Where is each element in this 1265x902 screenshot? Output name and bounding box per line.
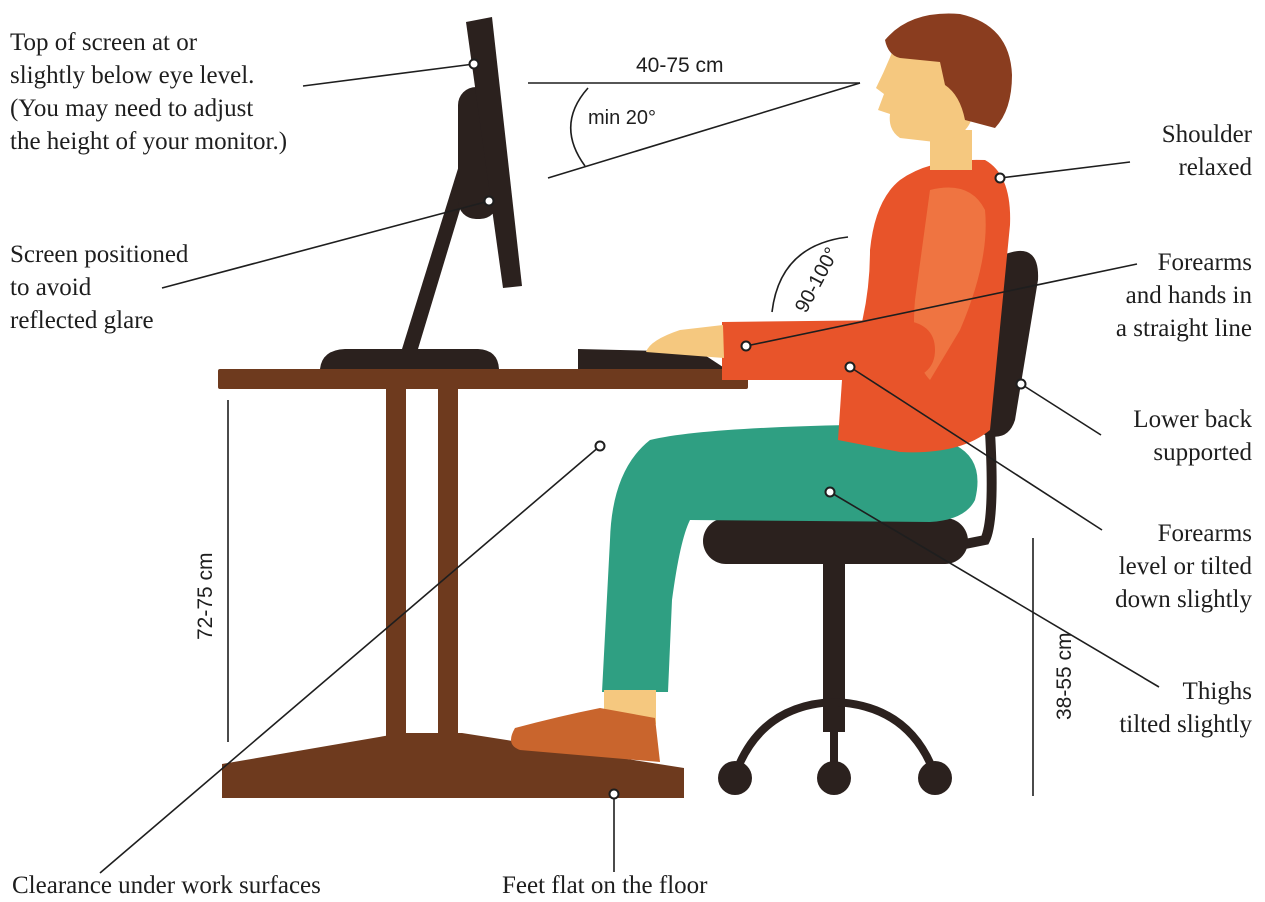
chair-wheel-left [718, 761, 752, 795]
label-line: Forearms [1115, 517, 1252, 550]
marker-shoulder [996, 174, 1005, 183]
monitor [320, 17, 522, 369]
label-top-of-screen: Top of screen at or slightly below eye l… [10, 26, 287, 158]
marker-lower-back [1017, 380, 1026, 389]
label-line: and hands in [1116, 279, 1252, 312]
leader-clearance [100, 446, 600, 873]
chair-wheel-right [918, 761, 952, 795]
label-line: (You may need to adjust [10, 92, 287, 125]
label-shoulder: Shoulder relaxed [1162, 118, 1252, 184]
label-feet: Feet flat on the floor [502, 869, 708, 902]
label-line: level or tilted [1115, 550, 1252, 583]
viewing-angle-arc [571, 88, 588, 166]
viewing-angle-lines [528, 83, 860, 178]
chair-wheel-center [817, 761, 851, 795]
seat-height-text: 38-55 cm [1053, 632, 1076, 720]
label-line: Thighs [1119, 675, 1252, 708]
monitor-stand-base [320, 349, 499, 369]
label-forearms-level: Forearms level or tilted down slightly [1115, 517, 1252, 616]
leader-shoulder [1000, 162, 1130, 178]
marker-thighs [826, 488, 835, 497]
label-line: Shoulder [1162, 118, 1252, 151]
marker-forearms-hands [742, 342, 751, 351]
leader-lower-back [1021, 384, 1101, 435]
viewing-angle-text: min 20° [588, 107, 656, 129]
marker-forearms-level [846, 363, 855, 372]
label-line: Clearance under work surfaces [12, 869, 321, 902]
label-line: supported [1133, 436, 1252, 469]
label-forearms-hands: Forearms and hands in a straight line [1116, 246, 1252, 345]
label-lower-back: Lower back supported [1133, 403, 1252, 469]
label-line: down slightly [1115, 583, 1252, 616]
label-line: slightly below eye level. [10, 59, 287, 92]
desk-height-text: 72-75 cm [194, 552, 217, 640]
label-line: Lower back [1133, 403, 1252, 436]
label-line: relaxed [1162, 151, 1252, 184]
leader-top-of-screen [303, 64, 474, 86]
label-line: Screen positioned [10, 238, 188, 271]
label-line: Feet flat on the floor [502, 869, 708, 902]
marker-screen-glare [485, 197, 494, 206]
label-line: reflected glare [10, 304, 188, 337]
marker-top-of-screen [470, 60, 479, 69]
elbow-angle-text: 90-100° [791, 244, 843, 316]
marker-clearance [596, 442, 605, 451]
label-clearance: Clearance under work surfaces [12, 869, 321, 902]
desk-top [218, 369, 748, 389]
label-screen-glare: Screen positioned to avoid reflected gla… [10, 238, 188, 337]
label-line: a straight line [1116, 312, 1252, 345]
desk-leg-back [438, 388, 458, 746]
label-line: Forearms [1116, 246, 1252, 279]
desk-leg-front [386, 388, 406, 746]
label-thighs: Thighs tilted slightly [1119, 675, 1252, 741]
label-line: Top of screen at or [10, 26, 287, 59]
label-line: the height of your monitor.) [10, 125, 287, 158]
marker-feet [610, 790, 619, 799]
label-line: to avoid [10, 271, 188, 304]
label-line: tilted slightly [1119, 708, 1252, 741]
viewing-distance-text: 40-75 cm [636, 54, 724, 77]
viewing-angle-line [548, 83, 860, 178]
chair-seat [703, 518, 968, 564]
